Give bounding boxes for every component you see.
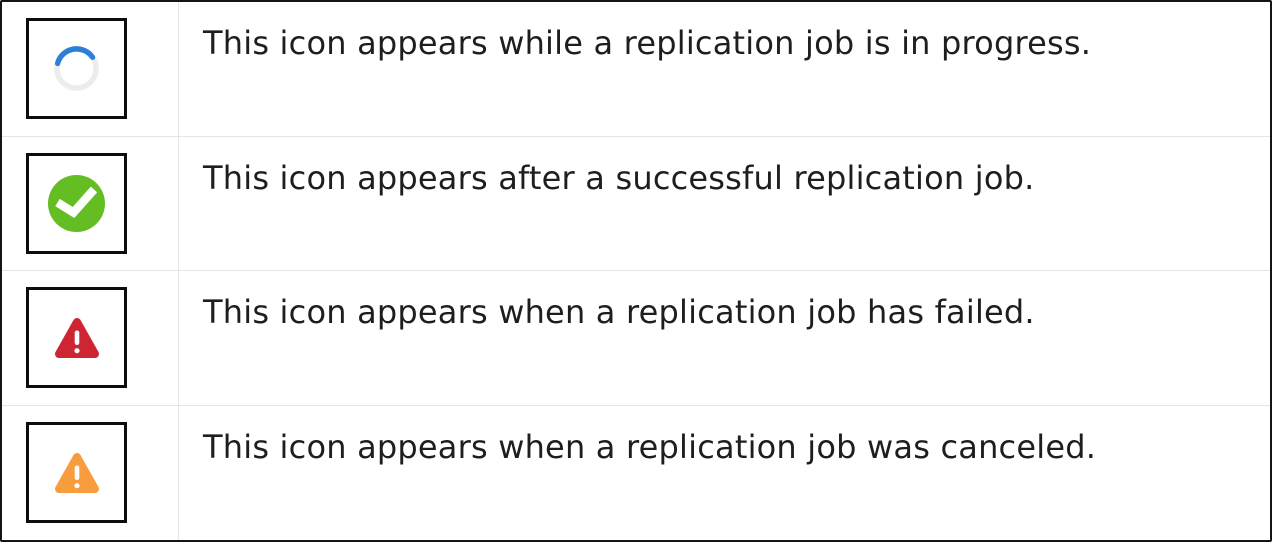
icon-frame (26, 422, 127, 524)
icon-frame (26, 152, 127, 254)
description-text: This icon appears when a replication job… (203, 427, 1097, 466)
success-check-icon (48, 174, 105, 232)
table-row: This icon appears when a replication job… (2, 271, 1270, 406)
in-progress-spinner-icon (53, 45, 100, 92)
icon-cell (2, 271, 179, 405)
icon-cell (2, 136, 179, 270)
canceled-warning-icon (52, 450, 102, 496)
table-row: This icon appears after a successful rep… (2, 136, 1270, 271)
description-text: This icon appears when a replication job… (203, 293, 1035, 331)
failed-warning-icon (52, 315, 102, 361)
description-cell: This icon appears when a replication job… (179, 406, 1270, 541)
icon-frame (26, 287, 127, 389)
description-cell: This icon appears while a replication jo… (179, 2, 1270, 136)
description-cell: This icon appears after a successful rep… (179, 137, 1270, 271)
icon-frame (26, 18, 127, 120)
table-row: This icon appears when a replication job… (2, 405, 1270, 541)
icon-cell (2, 2, 179, 136)
table-row: This icon appears while a replication jo… (2, 2, 1270, 137)
icon-cell (2, 405, 179, 540)
description-text: This icon appears while a replication jo… (203, 24, 1092, 62)
description-text: This icon appears after a successful rep… (203, 158, 1035, 197)
description-cell: This icon appears when a replication job… (179, 271, 1270, 405)
